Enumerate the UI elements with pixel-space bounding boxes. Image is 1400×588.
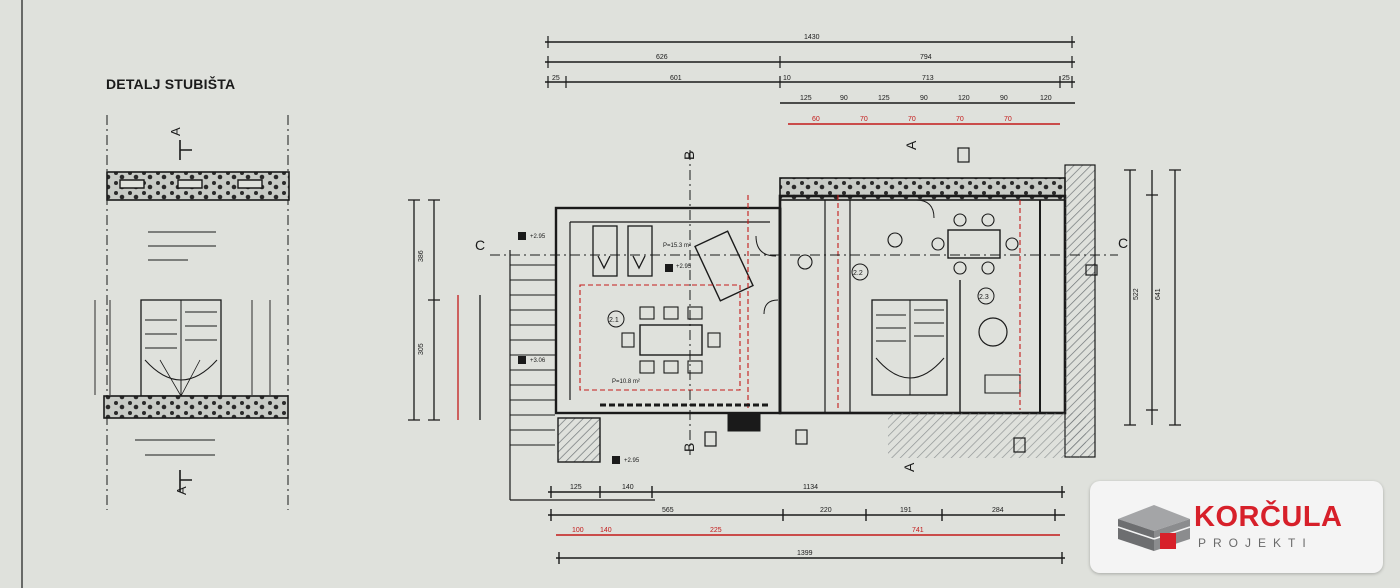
dim-row4-1: 90 — [840, 95, 848, 102]
dim-red-top-4: 70 — [956, 116, 964, 123]
dim-red-top-2: 70 — [860, 116, 868, 123]
dim-top-601: 601 — [670, 75, 682, 82]
dim-red-100: 100 — [572, 527, 584, 534]
room-tags: 2.1 2.2 2.3 P=15.3 m² P=10.8 m² +2.95 +2… — [530, 234, 995, 464]
section-mark-c-right: C — [1118, 235, 1128, 251]
logo-building-icon — [1117, 505, 1191, 551]
dim-top-794: 794 — [920, 54, 932, 61]
dim-top-25-left: 25 — [552, 75, 560, 82]
dim-top-25-right: 25 — [1062, 75, 1070, 82]
bottom-dimension-lines — [548, 486, 1065, 564]
red-dimension-labels: 140 225 741 100 60 70 70 70 70 — [572, 116, 1012, 534]
left-vertical-dimensions — [408, 199, 481, 421]
section-mark-a-plan-bottom: A — [901, 462, 917, 472]
dim-bottom-284: 284 — [992, 507, 1004, 514]
section-marks: C C B B A A — [475, 140, 1128, 472]
level-mark-2: +2.95 — [676, 264, 692, 270]
area-label-1: P=15.3 m² — [663, 243, 691, 249]
top-dimension-lines — [545, 36, 1075, 125]
dim-red-140: 140 — [600, 527, 612, 534]
section-mark-b-bottom: B — [681, 443, 697, 452]
dining-table — [639, 324, 703, 356]
stair-detail: A A — [94, 115, 290, 510]
section-mark-a-top: A — [168, 127, 183, 136]
stair-detail-title: DETALJ STUBIŠTA — [106, 76, 236, 92]
dim-top-626: 626 — [656, 54, 668, 61]
dim-left-386: 386 — [418, 250, 425, 262]
section-mark-c-left: C — [475, 237, 485, 253]
company-logo-card: KORČULA PROJEKTI — [1090, 481, 1383, 573]
dim-bottom-140: 140 — [622, 484, 634, 491]
dim-row4-3: 90 — [920, 95, 928, 102]
dim-row4-5: 90 — [1000, 95, 1008, 102]
dim-red-top-3: 70 — [908, 116, 916, 123]
dim-bottom-1134: 1134 — [803, 484, 818, 491]
dim-row4-0: 125 — [800, 95, 812, 102]
dim-red-top-5: 70 — [1004, 116, 1012, 123]
section-mark-a-bottom: A — [174, 486, 189, 495]
dim-bottom-565: 565 — [662, 507, 674, 514]
dim-bottom-191: 191 — [900, 507, 912, 514]
area-label-2: P=10.8 m² — [612, 379, 640, 385]
dimension-labels: 1430 626 794 25 601 10 713 25 125 90 125… — [418, 34, 1162, 557]
dim-right-522: 522 — [1133, 288, 1140, 300]
section-mark-b-top: B — [681, 151, 697, 160]
dim-bottom-220: 220 — [820, 507, 832, 514]
dim-bottom-total: 1399 — [797, 550, 813, 557]
right-vertical-dimensions — [1124, 169, 1181, 426]
dim-row4-2: 125 — [878, 95, 890, 102]
room-tag-kitchen: 2.2 — [853, 270, 863, 277]
dim-left-305: 305 — [418, 343, 425, 355]
beds — [592, 225, 653, 277]
logo-name: KORČULA — [1194, 501, 1343, 533]
logo-subtitle: PROJEKTI — [1198, 536, 1313, 550]
dim-top-total: 1430 — [804, 34, 820, 41]
main-floor-plan — [408, 36, 1181, 564]
room-tag-living: 2.1 — [609, 317, 619, 324]
room-tag-bath: 2.3 — [979, 294, 989, 301]
dim-row4-4: 120 — [958, 95, 970, 102]
level-mark-4: +2.95 — [624, 458, 640, 464]
section-mark-a-plan-top: A — [903, 140, 919, 150]
dim-red-741: 741 — [912, 527, 924, 534]
level-mark-3: +3.06 — [530, 358, 546, 364]
dining-table-right — [947, 229, 1001, 259]
dim-top-10: 10 — [783, 75, 791, 82]
dim-right-641: 641 — [1155, 288, 1162, 300]
dim-top-713: 713 — [922, 75, 934, 82]
red-dimension-outlines — [579, 195, 1021, 410]
level-mark-1: +2.95 — [530, 234, 546, 240]
dim-row4-6: 120 — [1040, 95, 1052, 102]
dim-red-top-1: 60 — [812, 116, 820, 123]
dim-red-225: 225 — [710, 527, 722, 534]
dim-bottom-125: 125 — [570, 484, 582, 491]
